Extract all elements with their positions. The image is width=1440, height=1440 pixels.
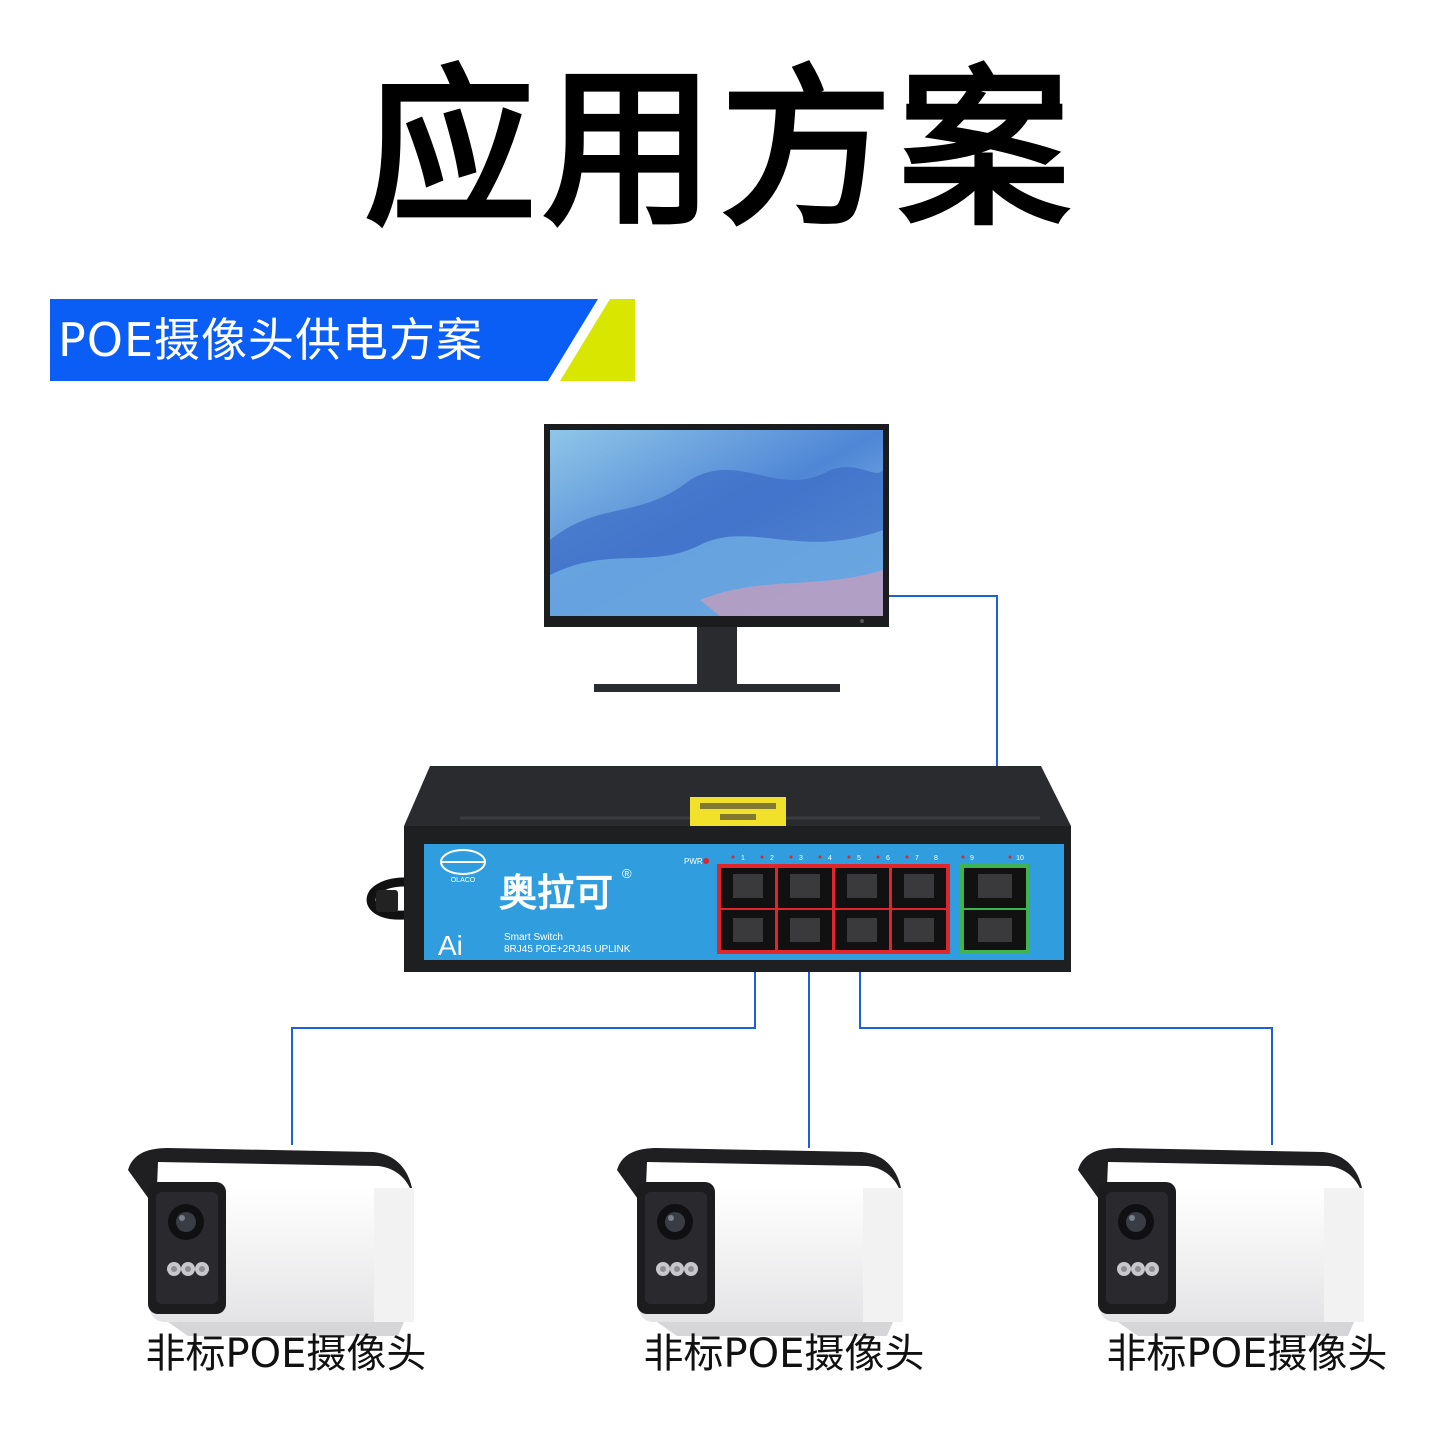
camera-middle — [617, 1148, 903, 1336]
port-number: 5 — [857, 855, 861, 862]
port-number: 6 — [886, 855, 890, 862]
port-number: 8 — [934, 855, 938, 862]
switch-model-line1: Smart Switch — [504, 932, 563, 943]
port-number: 4 — [828, 855, 832, 862]
port-number: 1 — [741, 855, 745, 862]
camera-right — [1078, 1148, 1364, 1336]
camera-link-right — [860, 950, 1272, 1145]
switch-series: Ai — [438, 930, 463, 961]
switch-sticker — [690, 797, 786, 827]
svg-text:®: ® — [622, 866, 632, 881]
switch-brand: 奥拉可 — [499, 871, 613, 915]
pwr-led-icon — [703, 858, 709, 864]
poe-switch: OLACO 奥拉可 ® Ai Smart Switch 8RJ45 POE+2R… — [371, 766, 1071, 972]
camera-label-left: 非标POE摄像头 — [116, 1326, 456, 1382]
svg-text:OLACO: OLACO — [451, 877, 476, 884]
port-number: 7 — [915, 855, 919, 862]
port-number: 2 — [770, 855, 774, 862]
monitor — [544, 424, 889, 692]
monitor-base — [594, 684, 840, 692]
monitor-stand — [697, 627, 737, 687]
switch-model-line2: 8RJ45 POE+2RJ45 UPLINK — [504, 944, 631, 955]
port-number: 9 — [970, 855, 974, 862]
camera-left — [128, 1148, 414, 1336]
camera-label-middle: 非标POE摄像头 — [614, 1326, 954, 1382]
camera-link-left — [292, 950, 755, 1145]
pwr-label: PWR — [684, 857, 703, 866]
port-number: 3 — [799, 855, 803, 862]
camera-label-right: 非标POE摄像头 — [1077, 1326, 1417, 1382]
port-number: 10 — [1016, 855, 1024, 862]
